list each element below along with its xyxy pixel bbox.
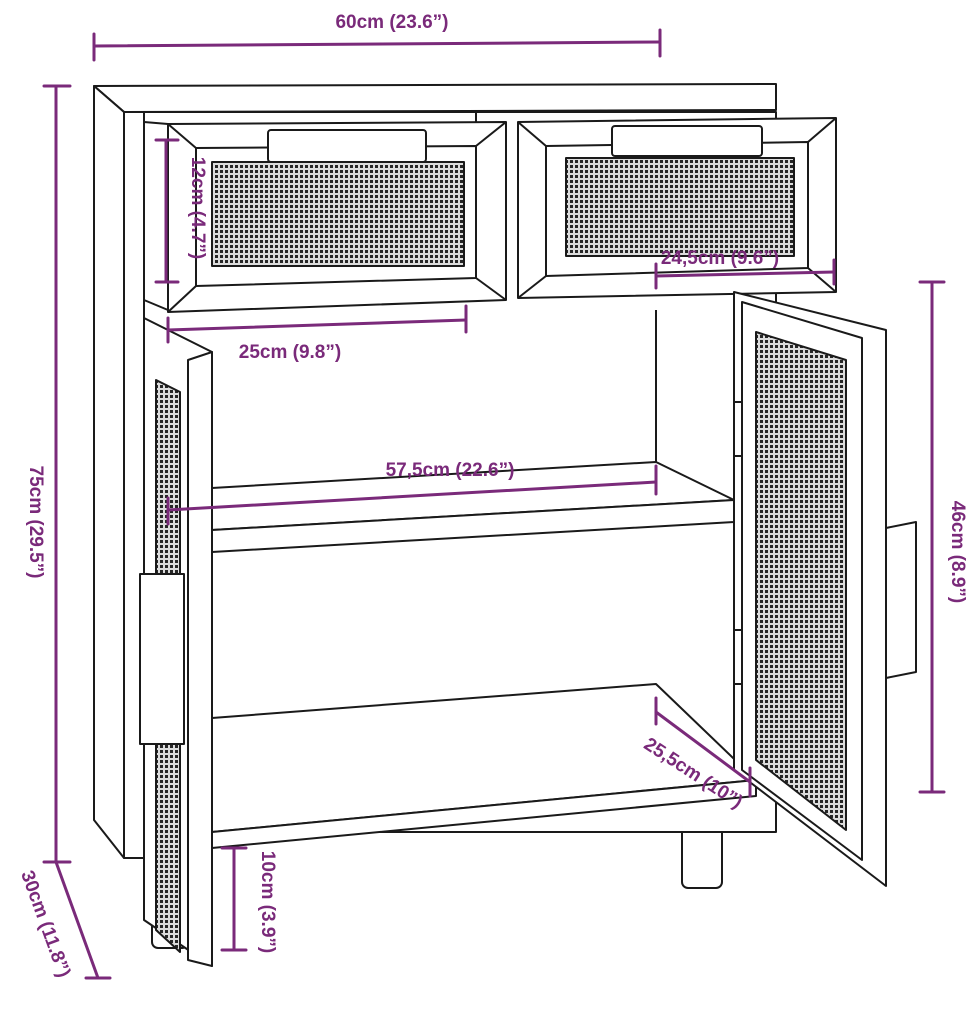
drawer-height-label: 12cm (4.7”) (187, 157, 208, 259)
dimension-lines (42, 28, 946, 980)
left-drawer-width-label: 25cm (9.8”) (239, 342, 341, 363)
inner-width-label: 57,5cm (22.6”) (386, 460, 515, 481)
right-door-rattan (755, 331, 847, 831)
right-door-handle (885, 521, 917, 679)
cabinet-illustration (93, 83, 917, 967)
height-total-label: 75cm (29.5”) (25, 465, 46, 578)
door-height-label: 46cm (8.9”) (947, 501, 968, 603)
left-drawer-rattan (211, 161, 465, 267)
cabinet-front-stile (123, 111, 145, 859)
left-drawer-handle (267, 129, 427, 163)
left-door-handle (139, 573, 185, 745)
right-drawer-handle (611, 125, 763, 157)
right-drawer-rattan (565, 157, 795, 257)
cabinet-top (93, 83, 777, 113)
right-door-hinge-bottom (733, 629, 743, 685)
right-drawer-width-label: 24,5cm (9.6”) (661, 248, 779, 269)
leg-height-label: 10cm (3.9”) (257, 851, 278, 953)
left-door-frame (187, 351, 213, 967)
right-door-hinge-top (733, 401, 743, 457)
width-total-label: 60cm (23.6”) (335, 12, 448, 33)
cabinet-left-side (93, 85, 125, 859)
